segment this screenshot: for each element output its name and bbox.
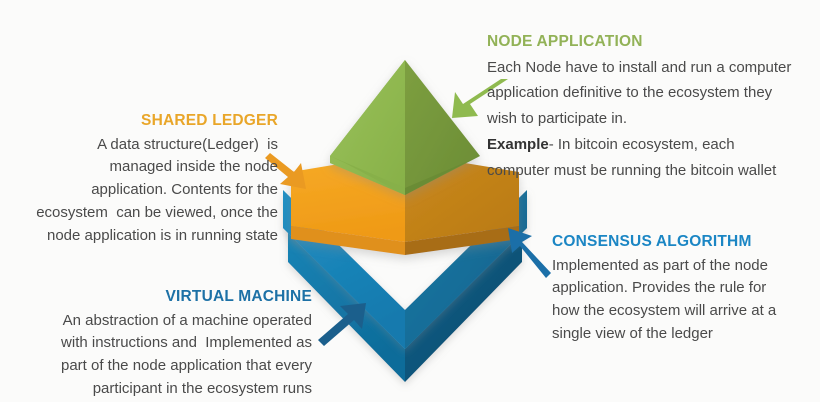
virtual-machine-line-3: part of the node application that every	[60, 357, 312, 375]
blue-arrow-right	[508, 228, 551, 278]
orange-bottom-bevel-left	[291, 226, 405, 255]
blue-arrow-left	[318, 303, 366, 346]
orange-arrow	[265, 153, 306, 189]
blue-inner-shade	[405, 246, 470, 349]
shared-ledger-heading: SHARED LEDGER	[141, 112, 278, 129]
node-application-heading: NODE APPLICATION	[487, 33, 643, 50]
callout-node-application: NODE APPLICATION Each Node have to insta…	[487, 33, 817, 184]
layer-virtual-machine-bottom	[288, 222, 522, 382]
consensus-algorithm-line-2: application. Provides the rule for	[552, 279, 767, 297]
consensus-algorithm-line-1: Implemented as part of the node	[552, 256, 768, 274]
node-application-example-line-1: Example- In bitcoin ecosystem, each	[487, 132, 817, 158]
blue-lower-right-face	[405, 222, 522, 382]
callout-consensus-algorithm: CONSENSUS ALGORITHM Implemented as part …	[552, 233, 820, 346]
green-arrow	[452, 79, 508, 118]
shared-ledger-line-5: node application is in running state	[47, 226, 278, 244]
node-application-example-label: Example	[487, 135, 549, 153]
shared-ledger-line-3: application. Contents for the	[91, 181, 278, 199]
consensus-algorithm-heading: CONSENSUS ALGORITHM	[552, 233, 752, 250]
node-application-example-text: - In bitcoin ecosystem, each	[548, 135, 735, 153]
green-left-base	[330, 60, 405, 195]
blue-lower-left-face	[288, 222, 405, 382]
virtual-machine-line-2: with instructions and Implemented as	[61, 334, 312, 352]
consensus-algorithm-line-3: how the ecosystem will arrive at a	[552, 302, 777, 320]
virtual-machine-heading: VIRTUAL MACHINE	[165, 288, 312, 305]
consensus-algorithm-line-4: single view of the ledger	[552, 324, 713, 342]
orange-bottom-bevel-right	[405, 226, 519, 255]
virtual-machine-line-1: An abstraction of a machine operated	[62, 311, 312, 329]
orange-right-face-solid	[405, 163, 519, 242]
node-application-example-line-2: computer must be running the bitcoin wal…	[487, 161, 777, 179]
callout-shared-ledger: SHARED LEDGER A data structure(Ledger) i…	[0, 112, 278, 248]
callout-virtual-machine: VIRTUAL MACHINE An abstraction of a mach…	[0, 288, 312, 401]
green-right-face	[405, 60, 480, 195]
virtual-machine-line-4: participant in the ecosystem runs	[92, 379, 312, 397]
node-application-line-2: application definitive to the ecosystem …	[487, 84, 773, 102]
shared-ledger-line-4: ecosystem can be viewed, once the	[36, 203, 278, 221]
node-application-line-1: Each Node have to install and run a comp…	[487, 58, 792, 76]
layer-node-application	[330, 60, 480, 195]
shared-ledger-line-2: managed inside the node	[109, 158, 278, 176]
shared-ledger-line-1: A data structure(Ledger) is	[97, 135, 278, 153]
node-application-line-3: wish to participate in.	[487, 110, 628, 128]
